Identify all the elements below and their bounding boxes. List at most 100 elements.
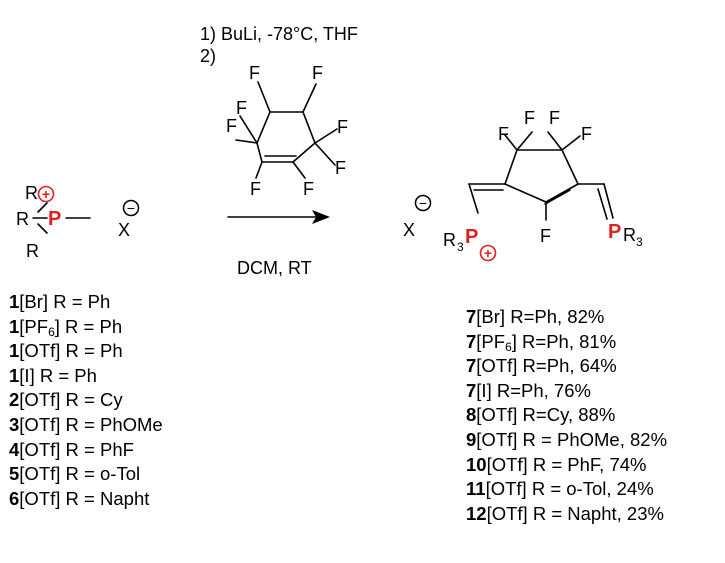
substituent-label: R = PhOMe	[60, 413, 163, 435]
anion-label: [I]	[476, 379, 492, 401]
f-atom: F	[549, 108, 560, 128]
starting-material-entry: 2[OTf] R = Cy	[9, 388, 163, 413]
f-atom: F	[249, 63, 260, 83]
product-entry: 8[OTf] R=Cy, 88%	[466, 403, 667, 428]
substituent-label: R = o-Tol	[60, 463, 141, 485]
anion-label: [Br]	[19, 291, 49, 312]
positive-charge: +	[484, 245, 492, 261]
substituent-label: R=Ph, 82%	[505, 306, 605, 327]
perfluorocyclopentene-structure: F F F F F F F F	[226, 63, 348, 199]
starting-material-entry: 3[OTf] R = PhOMe	[9, 413, 163, 438]
condition-step1: 1) BuLi, -78°C, THF	[200, 24, 358, 44]
substituent-label: R=Ph, 76%	[491, 379, 591, 401]
substituent-label: R = PhOMe, 82%	[517, 428, 668, 450]
anion-label: [OTf]	[19, 438, 61, 460]
substituent-label: R=Cy, 88%	[517, 404, 616, 426]
product-entry: 12[OTf] R = Napht, 23%	[466, 502, 667, 527]
anion-label: [PF	[476, 330, 506, 352]
f-atom: F	[335, 158, 346, 178]
counterion-x: X	[403, 220, 415, 240]
condition-step2: 2)	[200, 46, 216, 66]
compound-number: 4	[9, 438, 20, 460]
phosphonium-salt-structure: R R R P + X −	[16, 183, 140, 261]
compound-number: 1	[9, 364, 20, 386]
product-entry: 10[OTf] R = PhF, 74%	[466, 453, 667, 478]
r-group: R	[16, 209, 29, 229]
compound-number: 1	[9, 340, 20, 362]
r3-group: R	[443, 230, 456, 250]
substituent-label: R = PhF	[60, 438, 134, 460]
product-entry: 7[I] R=Ph, 76%	[466, 379, 667, 404]
starting-material-entry: 1[I] R = Ph	[9, 364, 163, 389]
starting-material-entry: 1[PF6] R = Ph	[9, 315, 163, 340]
anion-label: [Br]	[476, 306, 506, 327]
compound-number: 7	[466, 355, 477, 377]
anion-label: [OTf]	[486, 453, 528, 475]
anion-subscript: 6	[48, 324, 55, 339]
compound-number: 9	[466, 428, 477, 450]
r3-subscript: 3	[457, 240, 464, 254]
anion-label: [PF	[19, 315, 49, 337]
r3-group: R	[623, 225, 636, 245]
starting-material-entry: 1[Br] R = Ph	[9, 290, 163, 315]
compound-number: 7	[466, 330, 477, 352]
negative-charge: −	[127, 200, 135, 216]
product-list: 7[Br] R=Ph, 82%7[PF6] R=Ph, 81%7[OTf] R=…	[466, 305, 667, 526]
f-atom: F	[337, 117, 348, 137]
anion-label: [OTf]	[486, 502, 528, 524]
anion-subscript: 6	[505, 339, 512, 354]
anion-label: [OTf]	[485, 478, 527, 500]
compound-number: 8	[466, 404, 477, 426]
anion-label: [OTf]	[476, 428, 518, 450]
substituent-label: R = Napht, 23%	[527, 502, 664, 524]
anion-label: [OTf]	[19, 463, 61, 485]
compound-number: 5	[9, 463, 20, 485]
substituent-label: R = Ph	[60, 340, 123, 362]
substituent-label: R = PhF, 74%	[527, 453, 647, 475]
substituent-label: R = Napht	[60, 487, 150, 509]
f-atom: F	[540, 226, 551, 246]
anion-label: [OTf]	[19, 389, 61, 411]
compound-number: 1	[9, 315, 20, 337]
substituent-label: R = Ph	[48, 291, 111, 312]
compound-number: 6	[9, 487, 20, 509]
compound-number: 3	[9, 413, 20, 435]
anion-label: [OTf]	[19, 487, 61, 509]
compound-number: 7	[466, 306, 477, 327]
substituent-label: R = Ph	[34, 364, 97, 386]
f-atom: F	[581, 124, 592, 144]
positive-charge: +	[42, 186, 50, 202]
compound-number: 2	[9, 389, 20, 411]
product-entry: 7[OTf] R=Ph, 64%	[466, 354, 667, 379]
f-atom: F	[236, 98, 247, 118]
f-atom: F	[250, 179, 261, 199]
substituent-label: R=Ph, 81%	[516, 330, 617, 352]
anion-tail: ]	[511, 330, 517, 352]
anion-label: [I]	[19, 364, 35, 386]
r-group: R	[25, 183, 38, 203]
f-atom: F	[226, 116, 237, 136]
product-entry: 7[Br] R=Ph, 82%	[466, 305, 667, 330]
r3-subscript: 3	[636, 235, 643, 249]
compound-number: 10	[466, 453, 487, 475]
product-entry: 9[OTf] R = PhOMe, 82%	[466, 428, 667, 453]
r-group: R	[26, 241, 39, 261]
starting-material-entry: 6[OTf] R = Napht	[9, 487, 163, 512]
compound-number: 11	[466, 478, 486, 500]
anion-label: [OTf]	[476, 355, 518, 377]
starting-material-entry: 4[OTf] R = PhF	[9, 438, 163, 463]
reaction-arrow	[227, 210, 330, 224]
product-entry: 7[PF6] R=Ph, 81%	[466, 330, 667, 355]
compound-number: 12	[466, 502, 487, 524]
f-atom: F	[312, 63, 323, 83]
anion-label: [OTf]	[19, 340, 61, 362]
f-atom: F	[303, 179, 314, 199]
f-atom: F	[524, 108, 535, 128]
negative-charge: −	[419, 195, 427, 211]
starting-material-entry: 5[OTf] R = o-Tol	[9, 462, 163, 487]
phosphorus-atom: P	[465, 226, 478, 248]
compound-number: 1	[9, 291, 20, 312]
product-entry: 11[OTf] R = o-Tol, 24%	[466, 477, 667, 502]
